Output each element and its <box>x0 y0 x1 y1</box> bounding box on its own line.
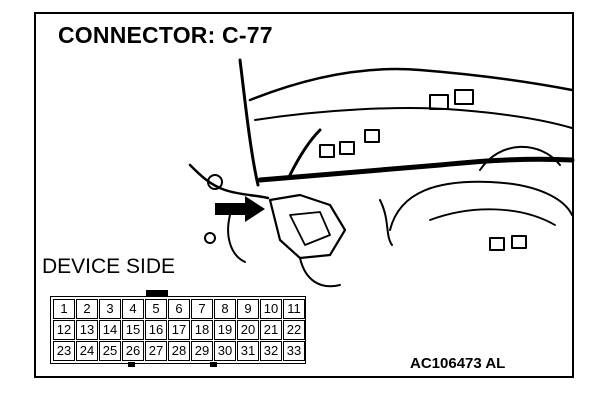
latch-tab <box>146 290 168 297</box>
figure-frame <box>34 12 574 378</box>
pin-4: 4 <box>122 299 144 319</box>
panel-opening <box>429 208 556 226</box>
pin-7: 7 <box>191 299 213 319</box>
pin-12: 12 <box>53 320 75 340</box>
key-tab-right <box>210 362 217 367</box>
pin-30: 30 <box>214 341 236 361</box>
pin-25: 25 <box>99 341 121 361</box>
view-label: DEVICE SIDE <box>42 255 176 278</box>
pin-17: 17 <box>168 320 190 340</box>
connector-title: CONNECTOR: C-77 <box>58 22 273 48</box>
harness-branch <box>288 128 322 177</box>
pointer-arrow <box>215 196 265 222</box>
figure-code: AC106473 AL <box>410 355 506 372</box>
pin-3: 3 <box>99 299 121 319</box>
hanging-wire-1 <box>227 214 246 263</box>
top-wire <box>238 58 260 187</box>
pin-13: 13 <box>76 320 98 340</box>
hanging-wire-3 <box>379 199 393 246</box>
left-wire <box>188 163 270 200</box>
dash-connector-5 <box>454 89 474 105</box>
pin-24: 24 <box>76 341 98 361</box>
pin-32: 32 <box>260 341 282 361</box>
dashboard-lower-edge <box>254 107 573 129</box>
pin-21: 21 <box>260 320 282 340</box>
pin-20: 20 <box>237 320 259 340</box>
gauge-housing <box>479 145 561 171</box>
dash-connector-1 <box>319 144 335 158</box>
dash-connector-4 <box>429 94 449 110</box>
pin-9: 9 <box>237 299 259 319</box>
key-tab-left <box>128 362 135 367</box>
dashboard-outline <box>248 67 574 102</box>
pin-33: 33 <box>283 341 305 361</box>
pin-18: 18 <box>191 320 213 340</box>
pin-27: 27 <box>145 341 167 361</box>
pin-2: 2 <box>76 299 98 319</box>
pin-5: 5 <box>145 299 167 319</box>
main-harness <box>257 156 575 183</box>
pin-28: 28 <box>168 341 190 361</box>
hanging-wire-2 <box>299 257 341 288</box>
pin-19: 19 <box>214 320 236 340</box>
pin-11: 11 <box>283 299 305 319</box>
grommet <box>207 174 223 190</box>
pin-10: 10 <box>260 299 282 319</box>
pin-22: 22 <box>283 320 305 340</box>
dash-connector-3 <box>364 129 380 143</box>
device-body <box>268 193 347 260</box>
dash-connector-7 <box>511 235 527 249</box>
pin-14: 14 <box>99 320 121 340</box>
pin-6: 6 <box>168 299 190 319</box>
pin-31: 31 <box>237 341 259 361</box>
pin-29: 29 <box>191 341 213 361</box>
dash-connector-2 <box>339 141 355 155</box>
pin-1: 1 <box>53 299 75 319</box>
pin-15: 15 <box>122 320 144 340</box>
pin-26: 26 <box>122 341 144 361</box>
dash-connector-6 <box>489 237 505 251</box>
pin-23: 23 <box>53 341 75 361</box>
pin-16: 16 <box>145 320 167 340</box>
device-detail <box>289 211 331 246</box>
end-connector <box>204 232 216 244</box>
lower-panel <box>389 180 573 231</box>
pin-8: 8 <box>214 299 236 319</box>
